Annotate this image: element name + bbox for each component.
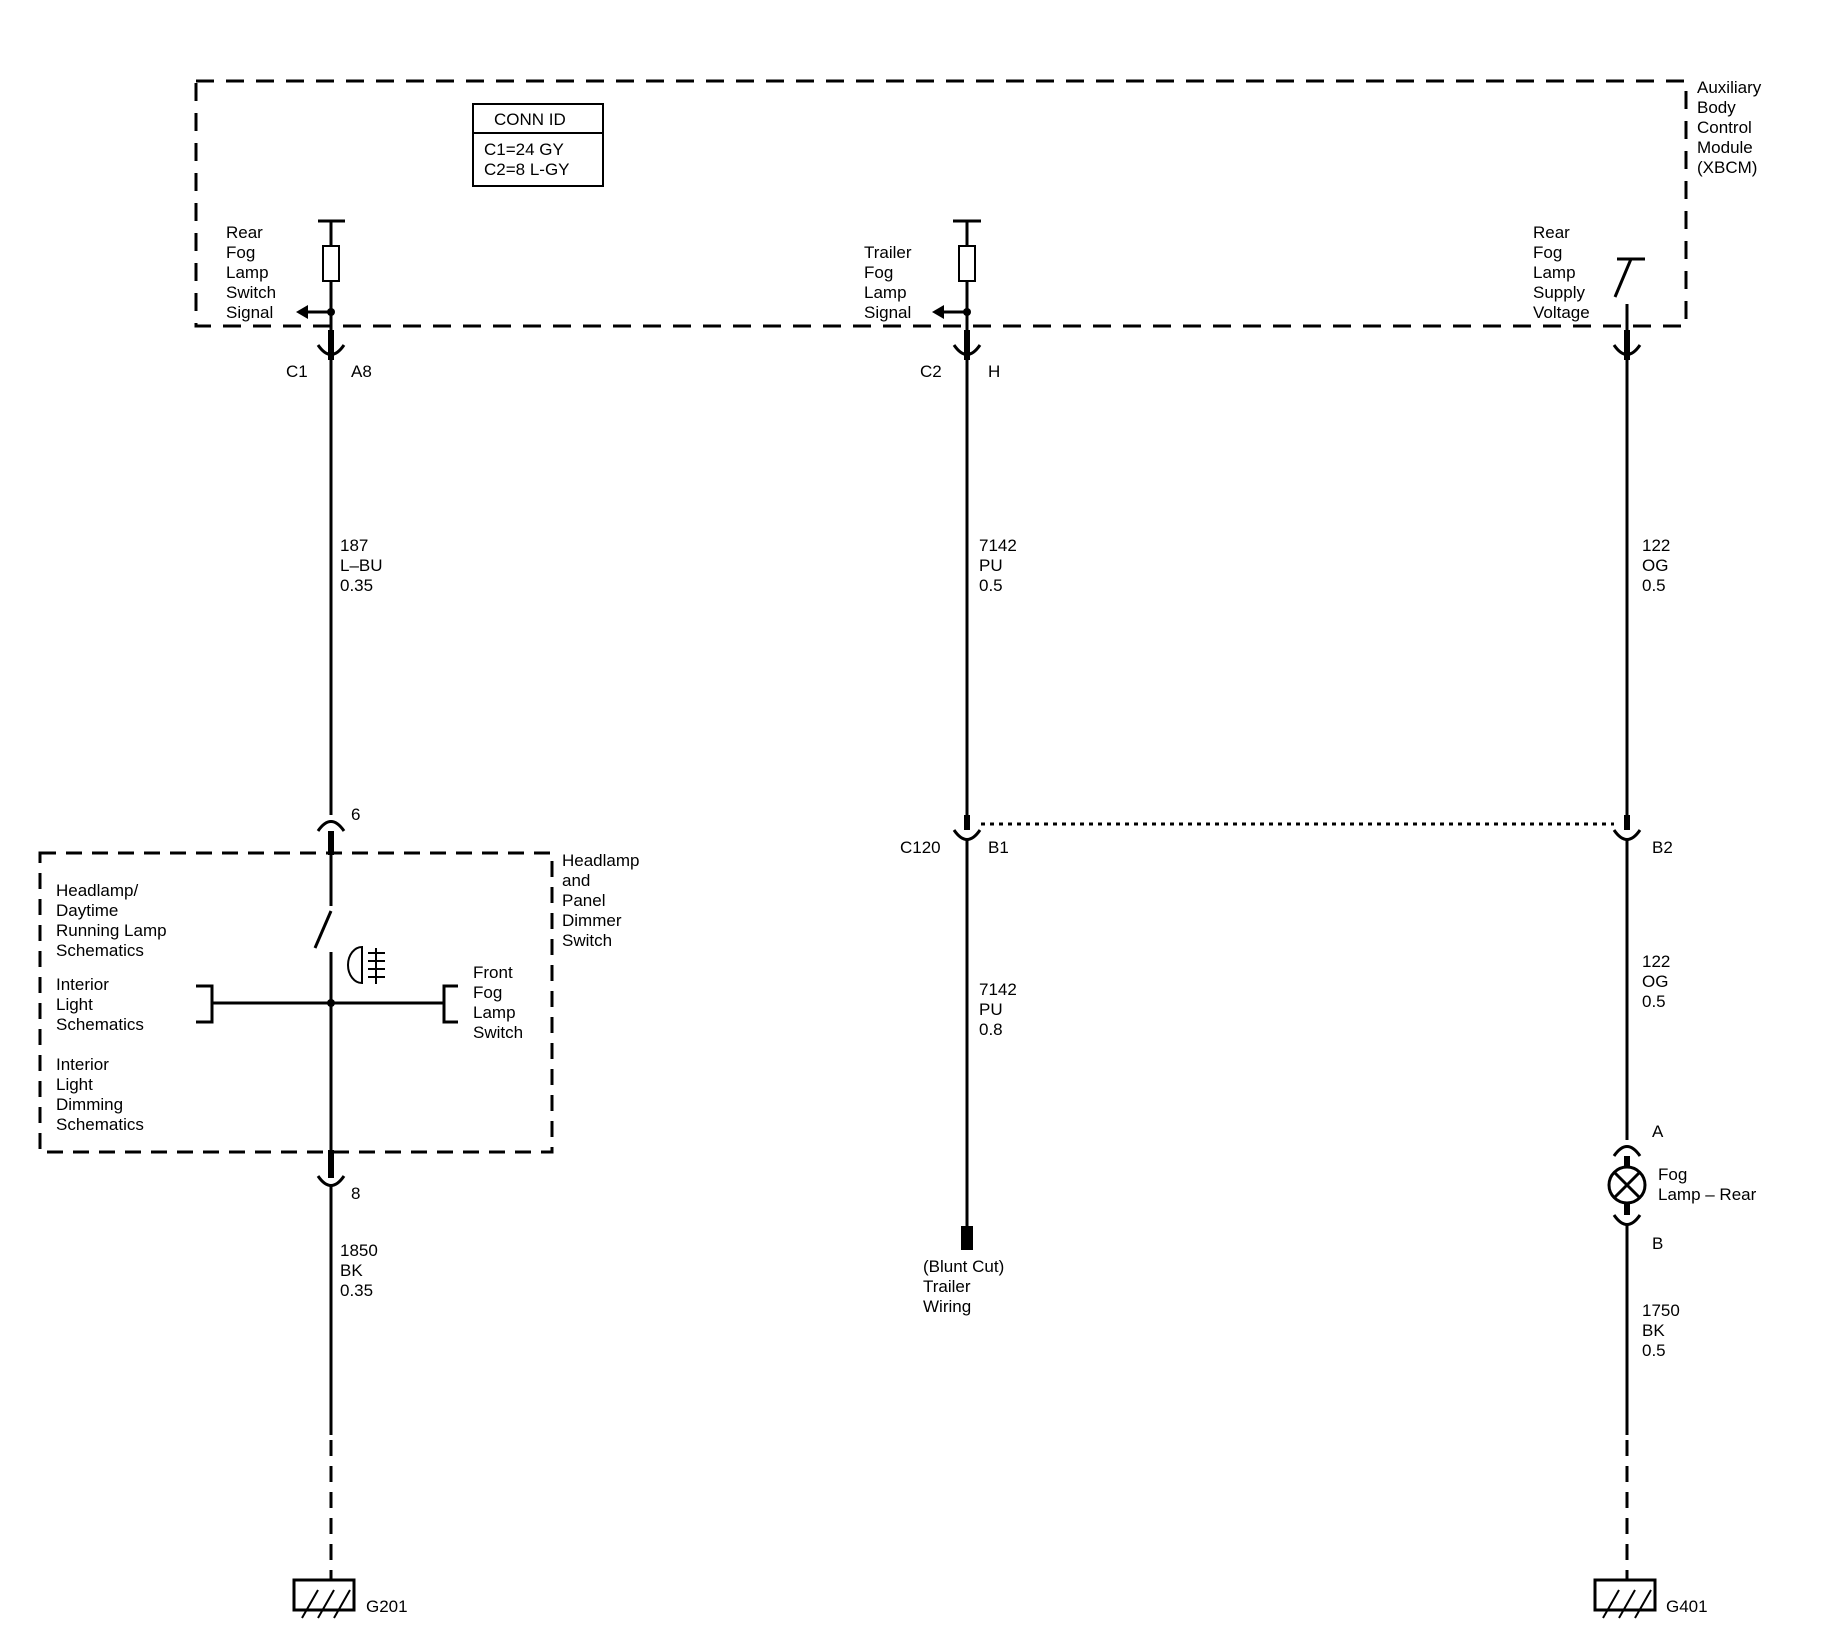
ground-g201-label: G201	[366, 1597, 408, 1616]
connector-c1-a8	[316, 330, 346, 360]
wire-187-label: 187 L–BU 0.35	[340, 536, 387, 595]
connector-c120-b2	[1612, 815, 1642, 841]
connector-c2-h	[952, 330, 982, 360]
headlamp-dimmer-switch-label: Headlamp and Panel Dimmer Switch	[562, 851, 644, 950]
connector-c1-label: C1	[286, 362, 308, 381]
fog-lamp-rear-pin-b-label: B	[1652, 1234, 1663, 1253]
trailer-wiring-label: (Blunt Cut) Trailer Wiring	[923, 1257, 1009, 1316]
rear-fog-switch-signal-label: Rear Fog Lamp Switch Signal	[226, 223, 281, 322]
ground-g401-icon	[1593, 1578, 1657, 1619]
ground-g201-icon	[292, 1578, 356, 1619]
connector-pin-8	[316, 1150, 346, 1187]
interior-light-schematics-ref: Interior Light Schematics	[56, 975, 144, 1034]
connector-pin-6-label: 6	[351, 805, 360, 824]
conn-id-box: CONN ID C1=24 GY C2=8 L-GY	[472, 103, 604, 187]
wire-1750-label: 1750 BK 0.5	[1642, 1301, 1685, 1360]
wire-7142-upper-label: 7142 PU 0.5	[979, 536, 1022, 595]
connector-c2-pin-label: H	[988, 362, 1000, 381]
fog-lamp-symbol-icon	[347, 945, 385, 985]
trailer-fog-signal-circuit	[932, 219, 981, 330]
connector-pin-6	[316, 820, 346, 855]
connector-c120-label: C120	[900, 838, 941, 857]
trailer-fog-signal-label: Trailer Fog Lamp Signal	[864, 243, 916, 322]
dimmer-switch-contacts	[196, 855, 458, 1152]
wire-122-upper-label: 122 OG 0.5	[1642, 536, 1675, 595]
fog-lamp-rear-connector-b	[1612, 1203, 1642, 1226]
wire-7142-lower-label: 7142 PU 0.8	[979, 980, 1022, 1039]
fog-lamp-rear-label: Fog Lamp – Rear	[1658, 1165, 1757, 1204]
rear-fog-supply-switch	[1613, 257, 1645, 330]
ground-g401-label: G401	[1666, 1597, 1708, 1616]
connector-pin-8-label: 8	[351, 1184, 360, 1203]
xbcm-module-label: Auxiliary Body Control Module (XBCM)	[1697, 78, 1766, 177]
blunt-cut-end-icon	[961, 1226, 973, 1250]
connector-supply	[1612, 330, 1642, 360]
conn-id-title: CONN ID	[494, 110, 566, 129]
wire-1850-label: 1850 BK 0.35	[340, 1241, 383, 1300]
fog-lamp-rear-bulb-icon	[1607, 1165, 1647, 1205]
rear-fog-switch-signal-circuit	[296, 219, 345, 330]
front-fog-lamp-switch-label: Front Fog Lamp Switch	[473, 963, 523, 1042]
headlamp-schematics-ref: Headlamp/ Daytime Running Lamp Schematic…	[56, 881, 171, 960]
fog-lamp-rear-pin-a-label: A	[1652, 1122, 1664, 1141]
interior-light-dimming-schematics-ref: Interior Light Dimming Schematics	[56, 1055, 144, 1134]
connector-c120-b2-label: B2	[1652, 838, 1673, 857]
connector-c120-b1	[952, 815, 982, 841]
conn-id-c2: C2=8 L-GY	[484, 160, 570, 179]
wire-122-lower-label: 122 OG 0.5	[1642, 952, 1675, 1011]
connector-c1-pin-label: A8	[351, 362, 372, 381]
rear-fog-supply-label: Rear Fog Lamp Supply Voltage	[1533, 223, 1590, 322]
connector-c120-b1-label: B1	[988, 838, 1009, 857]
xbcm-module-box	[194, 79, 1688, 328]
headlamp-dimmer-switch-box	[38, 851, 554, 1154]
fog-lamp-rear-connector-a	[1612, 1145, 1642, 1168]
conn-id-c1: C1=24 GY	[484, 140, 564, 159]
connector-c2-label: C2	[920, 362, 942, 381]
